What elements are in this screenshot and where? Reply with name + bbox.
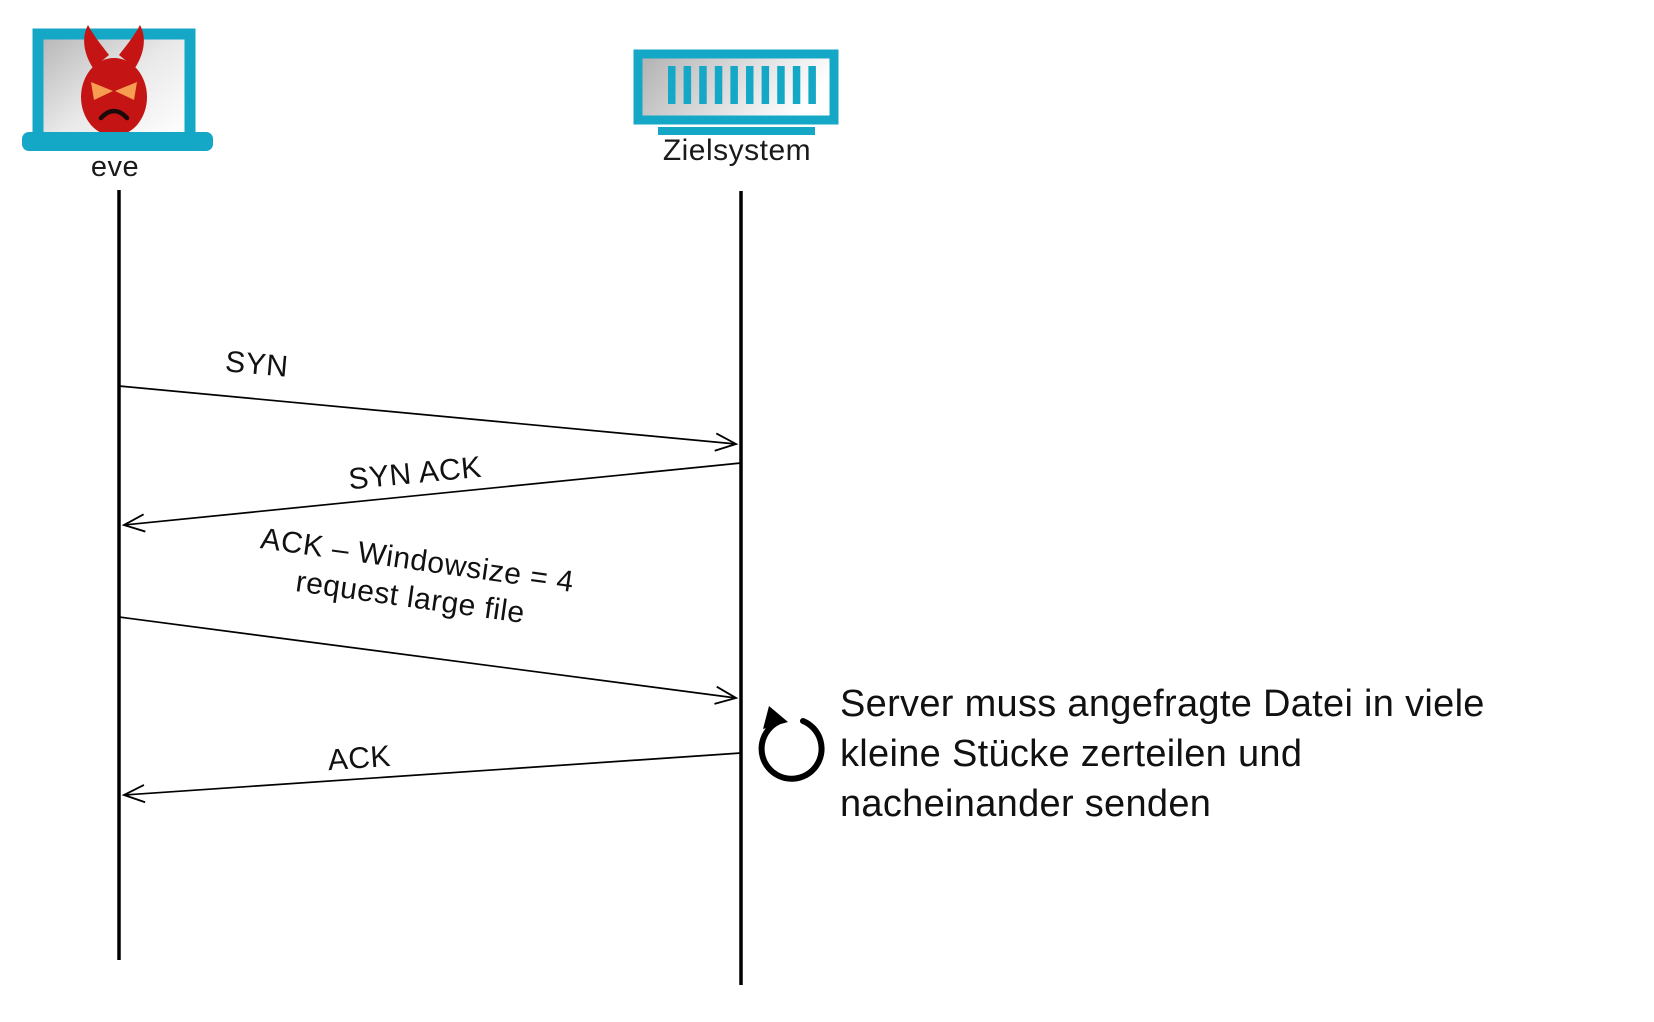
message-arrow-ack [121,752,742,804]
note-text-line3: nacheinander senden [840,783,1211,825]
message-arrow-syn [118,385,739,452]
devil-face-icon [81,25,147,136]
server-vent [792,66,801,104]
message-label-syn-ack: SYN ACK [347,451,483,497]
eve-laptop-icon [22,25,213,151]
loop-arrow-icon [758,706,825,782]
note-text-line2: kleine Stücke zerteilen und [840,733,1302,775]
eve-label: eve [91,151,139,183]
message-label-ack: ACK [327,740,392,777]
server-vent [746,66,754,104]
loop-arc [758,718,825,782]
zielsystem-server-icon [633,49,839,135]
message-arrow-syn-ack [121,462,742,533]
server-underline [658,127,815,135]
server-vent [683,66,692,104]
server-vents [668,66,816,104]
loop-arrowhead [763,706,788,729]
server-vent [730,66,738,104]
message-label-syn: SYN [224,345,290,383]
server-vent [714,66,723,104]
server-vent [668,66,676,104]
server-vent [761,66,770,104]
devil-head [81,58,147,136]
devil-eye-right [115,82,137,100]
devil-horn-left [84,25,109,68]
laptop-base [22,132,213,151]
server-vent [808,66,816,104]
message-arrow-ack-windowsize [118,616,739,705]
server-vent [777,66,785,104]
zielsystem-label: Zielsystem [663,134,811,167]
devil-mouth [98,108,130,121]
devil-horn-right [119,25,144,68]
note-text-line1: Server muss angefragte Datei in viele [840,683,1485,725]
devil-eye-left [91,82,113,100]
server-vent [699,66,707,104]
